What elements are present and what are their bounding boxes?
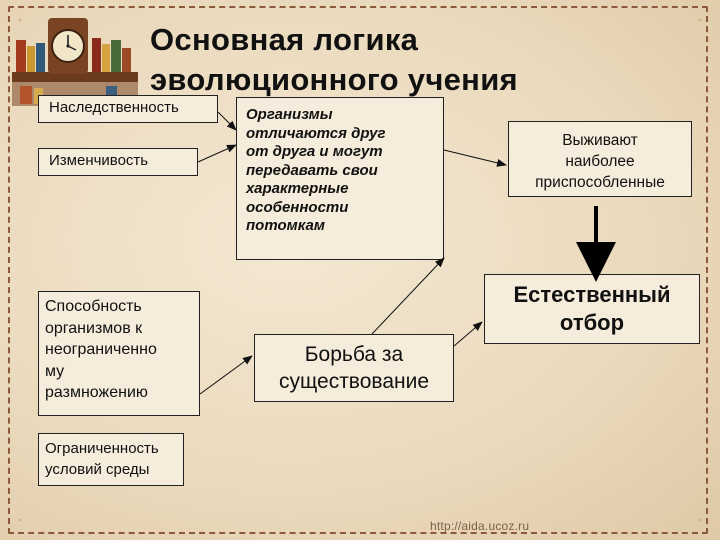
slide-frame xyxy=(8,6,708,534)
natural-selection-box: Естественный отбор xyxy=(484,274,700,344)
unlimited-reproduction-box: Способность организмов к неограниченно м… xyxy=(38,291,200,416)
arrow-struggle-to-organisms xyxy=(371,257,445,335)
organisms-differ-box: Организмы отличаются друг от друга и мог… xyxy=(236,97,444,260)
struggle-for-existence-box: Борьба за существование xyxy=(254,334,454,402)
arrow-reproduction-to-struggle xyxy=(199,355,253,395)
watermark-url: http://aida.ucoz.ru xyxy=(430,519,530,533)
page-title: Основная логика эволюционного учения xyxy=(150,22,518,97)
arrow-heredity-to-organisms xyxy=(217,111,237,131)
fittest-survive-box: Выживают наиболее приспособленные xyxy=(508,121,692,197)
arrow-variability-to-organisms xyxy=(197,144,237,163)
heredity-box: Наследственность xyxy=(38,95,218,123)
arrow-organisms-to-survive xyxy=(443,149,507,167)
variability-box: Изменчивость xyxy=(38,148,198,176)
limited-conditions-box: Ограниченность условий среды xyxy=(38,433,184,486)
arrow-struggle-to-selection xyxy=(453,321,483,347)
antique-clock-icon xyxy=(48,18,88,74)
